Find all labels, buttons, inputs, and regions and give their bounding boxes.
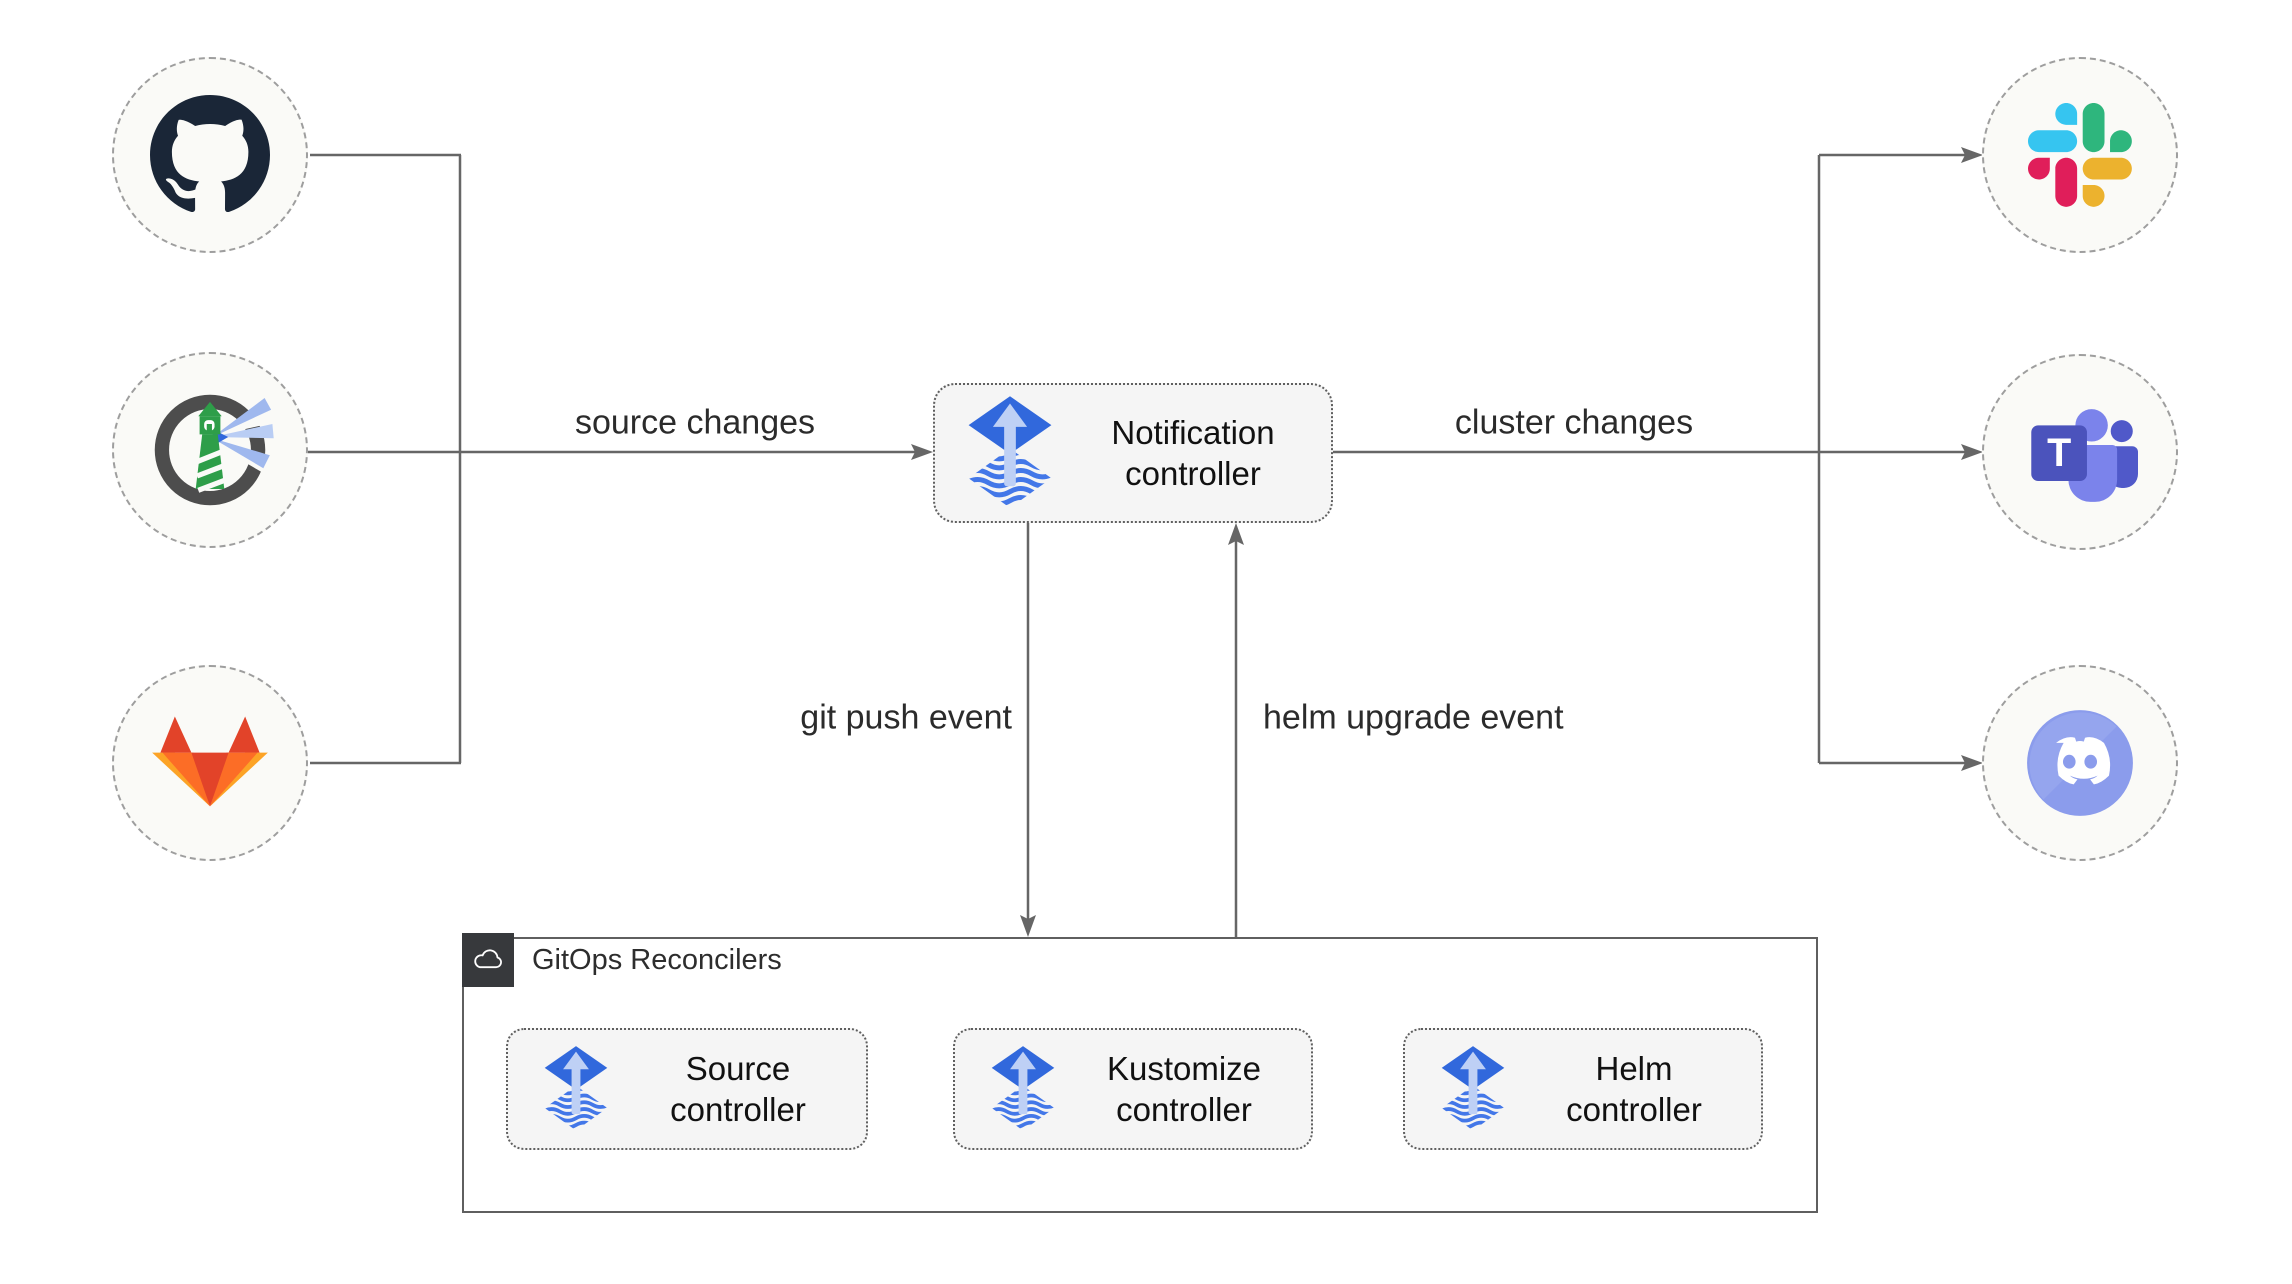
flux-icon [1439, 1044, 1507, 1134]
container-tab [462, 933, 514, 987]
edge-label-source-changes: source changes [574, 403, 816, 442]
node-kustomize-controller: Kustomize controller [953, 1028, 1313, 1150]
node-source-controller: Source controller [506, 1028, 868, 1150]
node-helm-controller: Helm controller [1403, 1028, 1763, 1150]
flux-icon [965, 394, 1055, 512]
node-label: Notification controller [1111, 413, 1275, 492]
gitlab-icon [148, 711, 272, 815]
edge-label-helm-upgrade-event: helm upgrade event [1263, 698, 1564, 737]
edge-label-cluster-changes: cluster changes [1454, 403, 1694, 442]
slack-icon [2028, 103, 2132, 207]
harbor-icon [145, 385, 275, 515]
node-notification-controller: Notification controller [933, 383, 1333, 523]
node-label: Kustomize controller [1106, 1049, 1262, 1128]
node-label: Source controller [670, 1049, 806, 1128]
cloud-icon [470, 947, 506, 973]
flux-icon [989, 1044, 1057, 1134]
discord-icon [2017, 700, 2143, 826]
node-gitlab [112, 665, 308, 861]
container-label: GitOps Reconcilers [532, 944, 782, 976]
flux-icon [542, 1044, 610, 1134]
node-github [112, 57, 308, 253]
edge-label-git-push-event: git push event [800, 698, 1012, 737]
node-teams [1982, 354, 2178, 550]
node-label: Helm controller [1566, 1049, 1702, 1128]
github-icon [150, 95, 270, 215]
teams-icon [2022, 394, 2138, 510]
node-slack [1982, 57, 2178, 253]
node-discord [1982, 665, 2178, 861]
node-harbor [112, 352, 308, 548]
